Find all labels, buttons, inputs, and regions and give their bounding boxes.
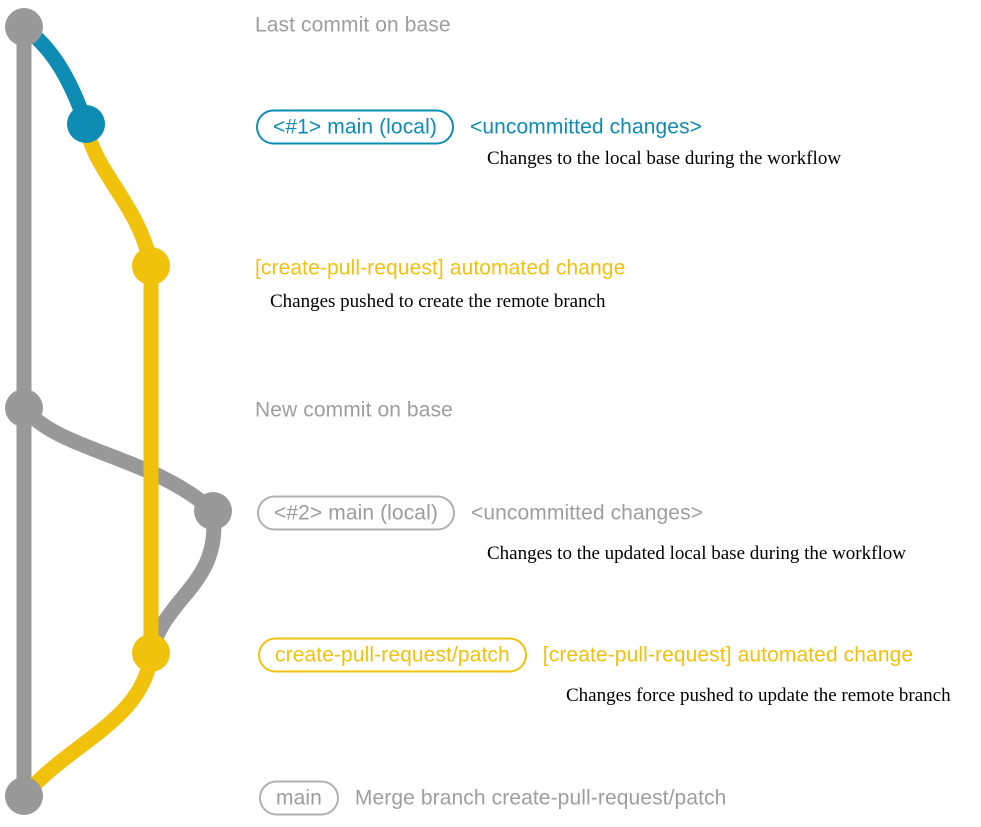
commit-message: Merge branch create-pull-request/patch [354, 786, 727, 810]
commit-message: New commit on base [255, 398, 453, 422]
commit-message: [create-pull-request] automated change [255, 256, 626, 280]
graph-row-new-commit-on-base: New commit on base [255, 400, 453, 421]
commit-message: <uncommitted changes> [470, 501, 704, 525]
branch-pill-local-main-1[interactable]: <#1> main (local) [256, 109, 454, 145]
graph-row-commit-2-automated-change: [create-pull-request] automated change [255, 258, 625, 279]
branch-pill-local-main-2[interactable]: <#2> main (local) [257, 495, 455, 531]
graph-row-commit-1-local-main: <#1> main (local) <uncommitted changes> [256, 109, 703, 145]
branch-pill-create-pull-request-patch[interactable]: create-pull-request/patch [258, 637, 527, 673]
commit-description: Changes force pushed to update the remot… [566, 685, 951, 706]
graph-row-commit-5-merge: main Merge branch create-pull-request/pa… [259, 780, 727, 816]
commit-description: Changes to the updated local base during… [487, 543, 906, 564]
commit-message: Last commit on base [255, 13, 451, 37]
branch-pill-main[interactable]: main [259, 780, 339, 816]
graph-row-commit-4-force-push: create-pull-request/patch [create-pull-r… [258, 637, 914, 673]
commit-description: Changes to the local base during the wor… [487, 148, 842, 169]
graph-row-last-commit-on-base: Last commit on base [255, 15, 451, 36]
commit-message: <uncommitted changes> [469, 115, 703, 139]
commit-message: [create-pull-request] automated change [542, 643, 914, 667]
commit-description: Changes pushed to create the remote bran… [270, 291, 606, 312]
graph-row-commit-3-local-main-updated: <#2> main (local) <uncommitted changes> [257, 495, 704, 531]
